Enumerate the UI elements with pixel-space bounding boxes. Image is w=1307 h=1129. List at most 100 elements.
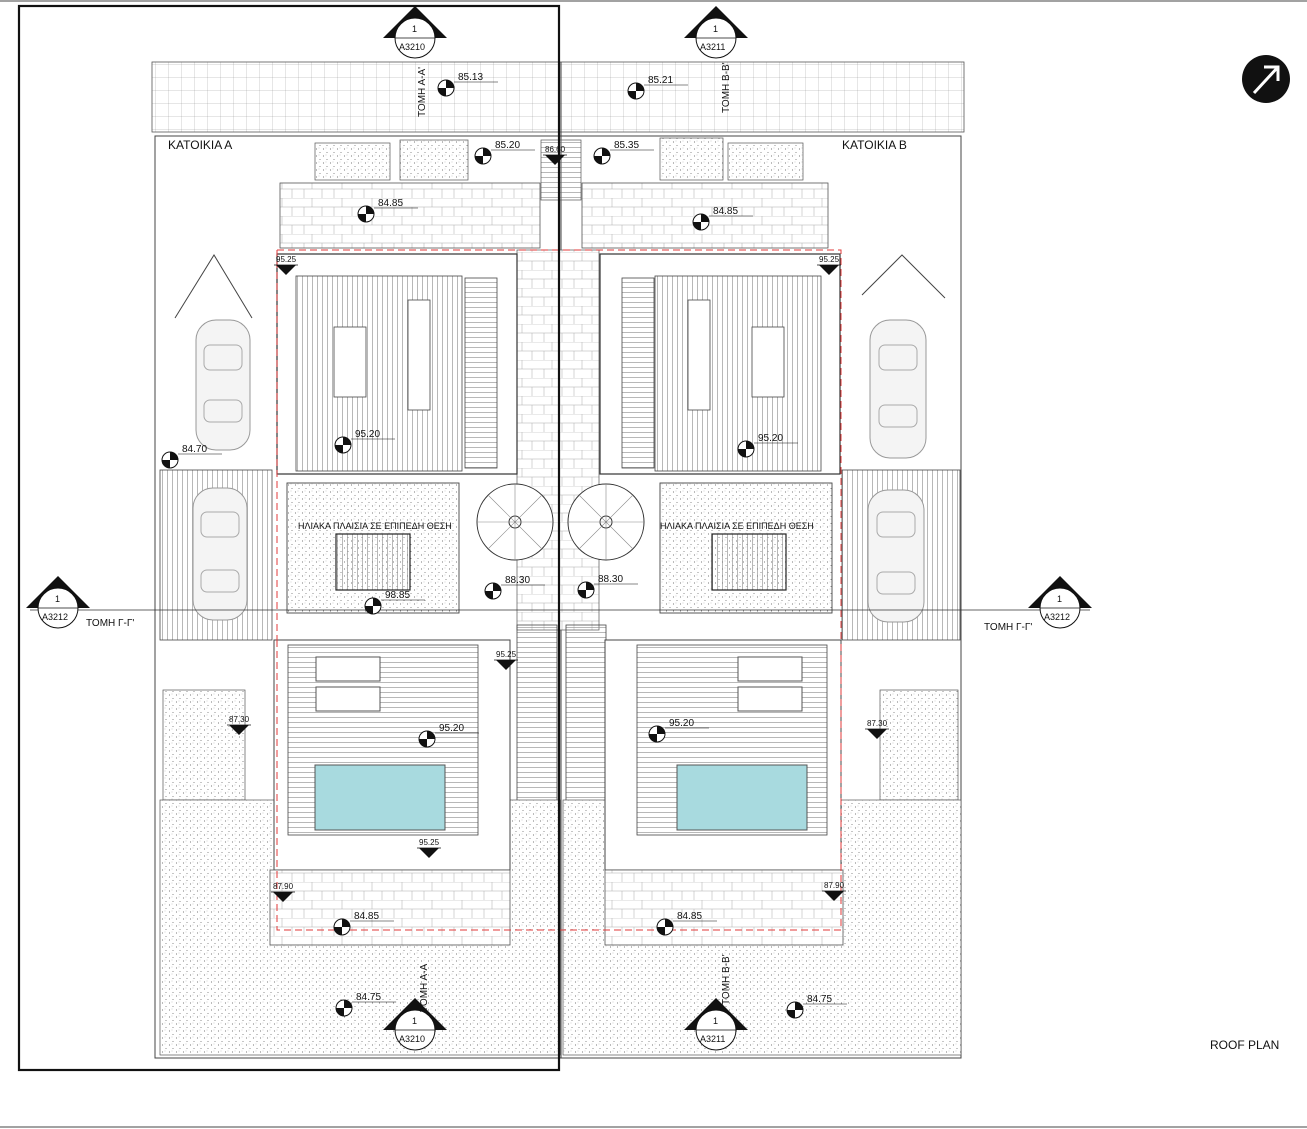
level-marker-icon: 84.85 [692, 206, 753, 231]
planter [659, 137, 724, 181]
level-marker-icon: 85.20 [474, 140, 535, 165]
section-marker-number: 1 [713, 1016, 718, 1026]
solar-note-b: ΗΛΙΑΚΑ ΠΛΑΙΣΙΑ ΣΕ ΕΠΙΠΕΔΗ ΘΕΣΗ [660, 521, 814, 531]
drawing-title: ROOF PLAN [1210, 1038, 1279, 1052]
paved-area-a [279, 182, 541, 249]
unit-a-highlight-frame [17, 4, 561, 1072]
roof-vent-b [687, 299, 711, 411]
pool-a [314, 764, 446, 831]
section-name-gg-left: ΤΟΜΗ Γ-Γ' [86, 618, 134, 629]
skylight-b [751, 326, 785, 398]
planter [727, 142, 804, 181]
planter [399, 139, 469, 181]
car-icon [867, 489, 925, 623]
paved-area-a-lower [269, 869, 511, 946]
section-name-bb-bottom: ΤΟΜΗ Β-Β' [721, 954, 732, 1005]
level-marker-icon: 84.75 [786, 994, 847, 1019]
stair-roof-a [464, 277, 498, 469]
garden-a-left [162, 689, 246, 801]
level-value: 85.35 [614, 140, 639, 151]
house-a-roof-deck [295, 275, 463, 472]
level-value: 84.85 [677, 911, 702, 922]
level-marker-icon: 95.25 [817, 255, 841, 275]
section-marker-number: 1 [1057, 594, 1062, 604]
level-value: 86.60 [545, 145, 566, 154]
level-marker-icon: 84.85 [333, 911, 394, 936]
level-marker-icon: 87.90 [822, 881, 846, 901]
house-b-roof-outline [599, 253, 841, 475]
north-arrow-icon [1242, 55, 1290, 103]
unit-b-label: ΚΑΤΟΙΚΙΑ Β [842, 138, 907, 152]
level-marker-icon: 84.70 [161, 444, 222, 469]
section-marker-number: 1 [55, 594, 60, 604]
spiral-stair-icon [567, 483, 645, 561]
level-marker-icon: 95.20 [737, 433, 798, 458]
spiral-stair-icon [476, 483, 554, 561]
sunbed [315, 686, 381, 712]
level-marker-icon: 88.30 [484, 575, 545, 600]
section-marker-ref: A3210 [399, 1034, 425, 1044]
section-marker-ref: A3211 [700, 1034, 725, 1044]
level-value: 87.30 [867, 719, 888, 728]
section-marker-ref: A3211 [700, 42, 725, 52]
level-value: 95.25 [496, 650, 517, 659]
section-name-gg-right: ΤΟΜΗ Γ-Γ' [984, 622, 1032, 633]
level-value: 95.25 [419, 838, 440, 847]
section-marker-ref: A3212 [42, 612, 68, 622]
level-value: 84.85 [378, 198, 403, 209]
level-marker-icon: 87.30 [865, 719, 889, 739]
level-marker-icon: 95.25 [274, 255, 298, 275]
level-value: 95.25 [276, 255, 297, 264]
level-value: 84.75 [356, 992, 381, 1003]
building-line-upper [276, 249, 842, 640]
paved-area-b-lower [604, 869, 844, 946]
level-value: 87.30 [229, 715, 250, 724]
level-value: 98.85 [385, 590, 410, 601]
level-marker-icon: 86.60 [543, 145, 567, 165]
skylight-a [333, 326, 367, 398]
level-marker-icon: 84.75 [335, 992, 396, 1017]
carport-roof-b [861, 254, 946, 299]
level-marker-icon: 95.20 [334, 429, 395, 454]
section-name-aa-top: ΤΟΜΗ Α-Α' [417, 67, 428, 117]
level-marker-icon: 87.90 [271, 882, 295, 902]
sunbed [315, 656, 381, 682]
garden-b-right [879, 689, 959, 801]
level-value: 95.20 [355, 429, 380, 440]
level-marker-icon: 95.25 [494, 650, 518, 670]
level-value: 85.21 [648, 75, 673, 86]
level-value: 85.13 [458, 72, 483, 83]
solar-panels-a [335, 533, 411, 591]
level-marker-icon: 85.35 [593, 140, 654, 165]
section-marker-ref: A3212 [1044, 612, 1070, 622]
level-value: 87.90 [273, 882, 294, 891]
car-icon [869, 319, 927, 459]
level-marker-icon: 85.21 [627, 75, 688, 100]
stair-roof-b [621, 277, 655, 469]
section-marker-number: 1 [412, 1016, 417, 1026]
level-marker-icon: 84.85 [656, 911, 717, 936]
level-marker-icon: 95.20 [648, 718, 709, 743]
level-marker-icon: 98.85 [364, 590, 425, 615]
car-icon [195, 319, 251, 451]
level-marker-icon: 88.30 [577, 574, 638, 599]
sunbed [737, 686, 803, 712]
level-value: 84.75 [807, 994, 832, 1005]
sunbed [737, 656, 803, 682]
level-marker-icon: 84.85 [357, 198, 418, 223]
level-marker-icon: 95.20 [418, 723, 479, 748]
level-value: 84.85 [354, 911, 379, 922]
level-value: 85.20 [495, 140, 520, 151]
car-icon [192, 487, 248, 621]
section-marker-ref: A3210 [399, 42, 425, 52]
level-value: 95.20 [758, 433, 783, 444]
roof-vent-a [407, 299, 431, 411]
section-name-aa-bottom: ΤΟΜΗ Α-Α [419, 964, 430, 1012]
level-value: 87.90 [824, 881, 845, 890]
